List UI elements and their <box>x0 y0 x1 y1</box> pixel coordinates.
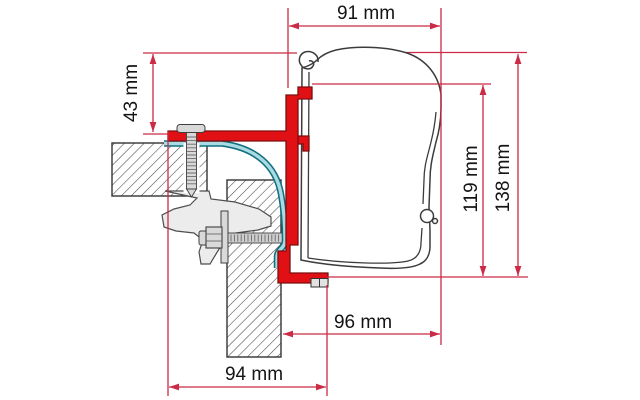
ref-line-top <box>143 51 527 54</box>
screw-head <box>176 124 206 133</box>
dimension-lines <box>143 8 528 396</box>
dim-label-total-height: 138 mm <box>493 144 514 213</box>
case-inner-line-bottom <box>307 227 423 264</box>
adapter-rail-red <box>167 86 329 284</box>
rail-foot-clips <box>310 278 329 288</box>
screw-threads <box>187 136 196 185</box>
seal-profile <box>164 140 289 268</box>
dim-label-bracket-depth: 94 mm <box>225 364 283 385</box>
awning-case-profile <box>298 46 442 270</box>
screw-tip <box>185 188 198 198</box>
case-leadbar-channel <box>419 208 435 224</box>
bolt-nut <box>205 226 223 249</box>
case-leadbar-nub <box>431 217 439 225</box>
dim-label-rail-height: 119 mm <box>461 145 482 212</box>
bolt-threads <box>230 234 280 242</box>
case-top-hook-curl <box>298 50 319 70</box>
case-outer-shell <box>300 46 442 270</box>
case-inner-line-right <box>422 111 437 205</box>
roof-screw <box>176 124 206 198</box>
dim-label-overall-width: 91 mm <box>337 3 395 24</box>
dimension-arrowheads <box>149 22 522 391</box>
dim-label-lower-depth: 96 mm <box>334 312 392 333</box>
case-inner-line-rear <box>307 71 310 259</box>
mounting-bolt <box>198 210 284 264</box>
dim-label-drop-height: 43 mm <box>121 64 142 122</box>
